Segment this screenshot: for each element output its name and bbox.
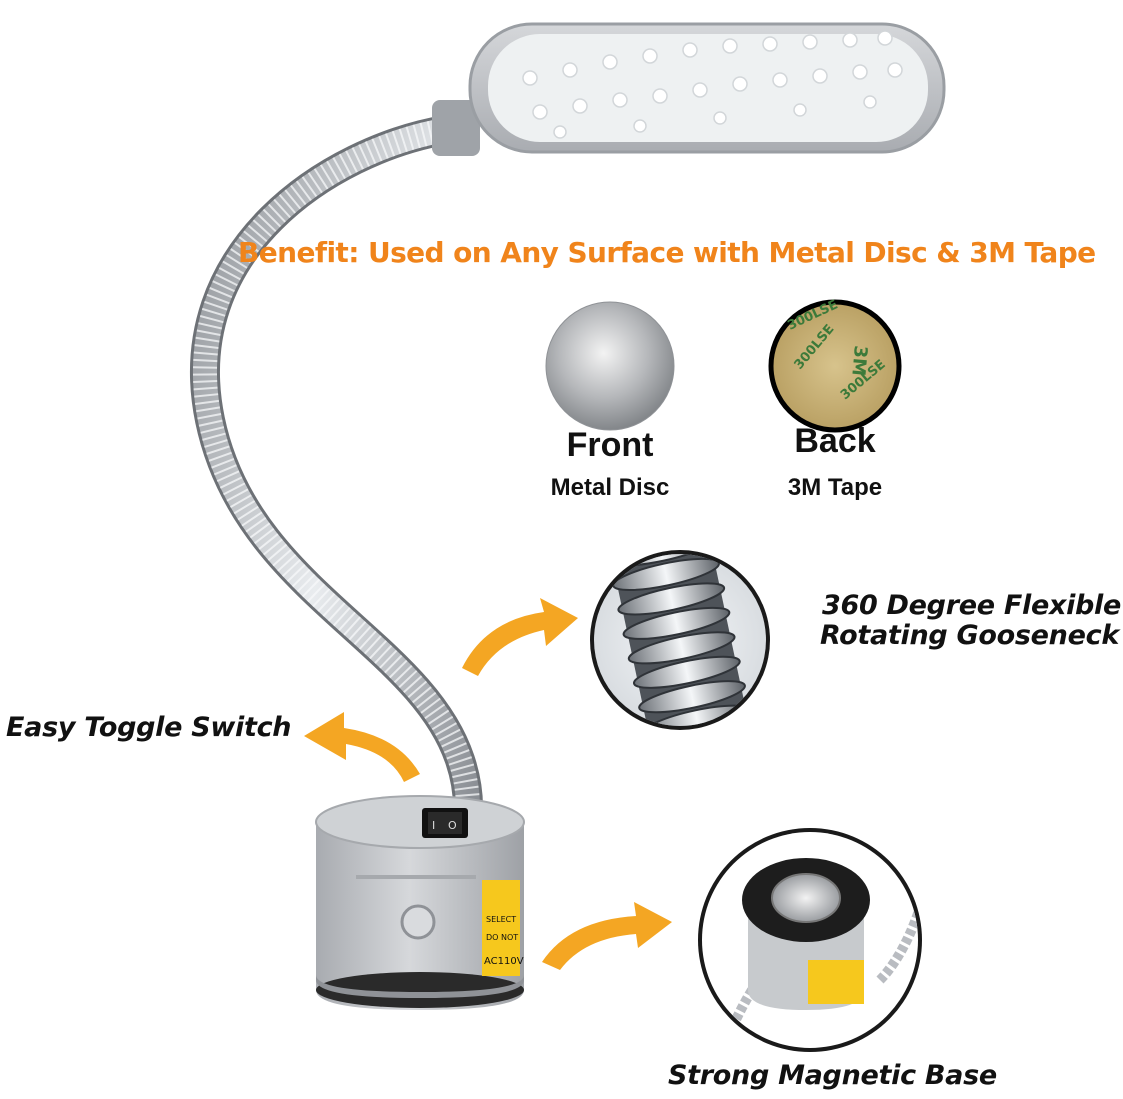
svg-text:DO NOT: DO NOT <box>486 933 518 942</box>
front-title: Front <box>566 426 654 464</box>
gooseneck-caption-line2: Rotating Gooseneck <box>820 620 1119 651</box>
arrow-icon <box>542 902 672 970</box>
svg-text:O: O <box>448 819 457 832</box>
lamp-base: SELECT DO NOT AC110V <box>315 795 525 1010</box>
gooseneck-caption-line1: 360 Degree Flexible <box>822 590 1122 621</box>
arrow-icon <box>304 712 420 782</box>
tape-disc: 300LSE 300LSE 300LSE 3M <box>768 297 902 433</box>
gooseneck-closeup <box>590 550 770 730</box>
toggle-switch-caption: Easy Toggle Switch <box>6 712 292 743</box>
arrow-icon <box>462 598 578 676</box>
led-panel <box>432 22 946 156</box>
front-subtitle: Metal Disc <box>550 474 670 501</box>
magnet-closeup <box>698 828 922 1052</box>
benefit-heading: Benefit: Used on Any Surface with Metal … <box>238 236 1096 269</box>
metal-disc <box>545 301 675 431</box>
svg-text:I: I <box>432 819 435 832</box>
svg-text:AC110V: AC110V <box>484 956 524 967</box>
svg-text:3M: 3M <box>847 345 871 377</box>
back-subtitle: 3M Tape <box>787 474 883 501</box>
toggle-switch-icon[interactable]: I O <box>422 808 468 838</box>
back-title: Back <box>794 422 876 460</box>
svg-text:SELECT: SELECT <box>486 915 516 924</box>
magnetic-base-caption: Strong Magnetic Base <box>668 1060 997 1091</box>
